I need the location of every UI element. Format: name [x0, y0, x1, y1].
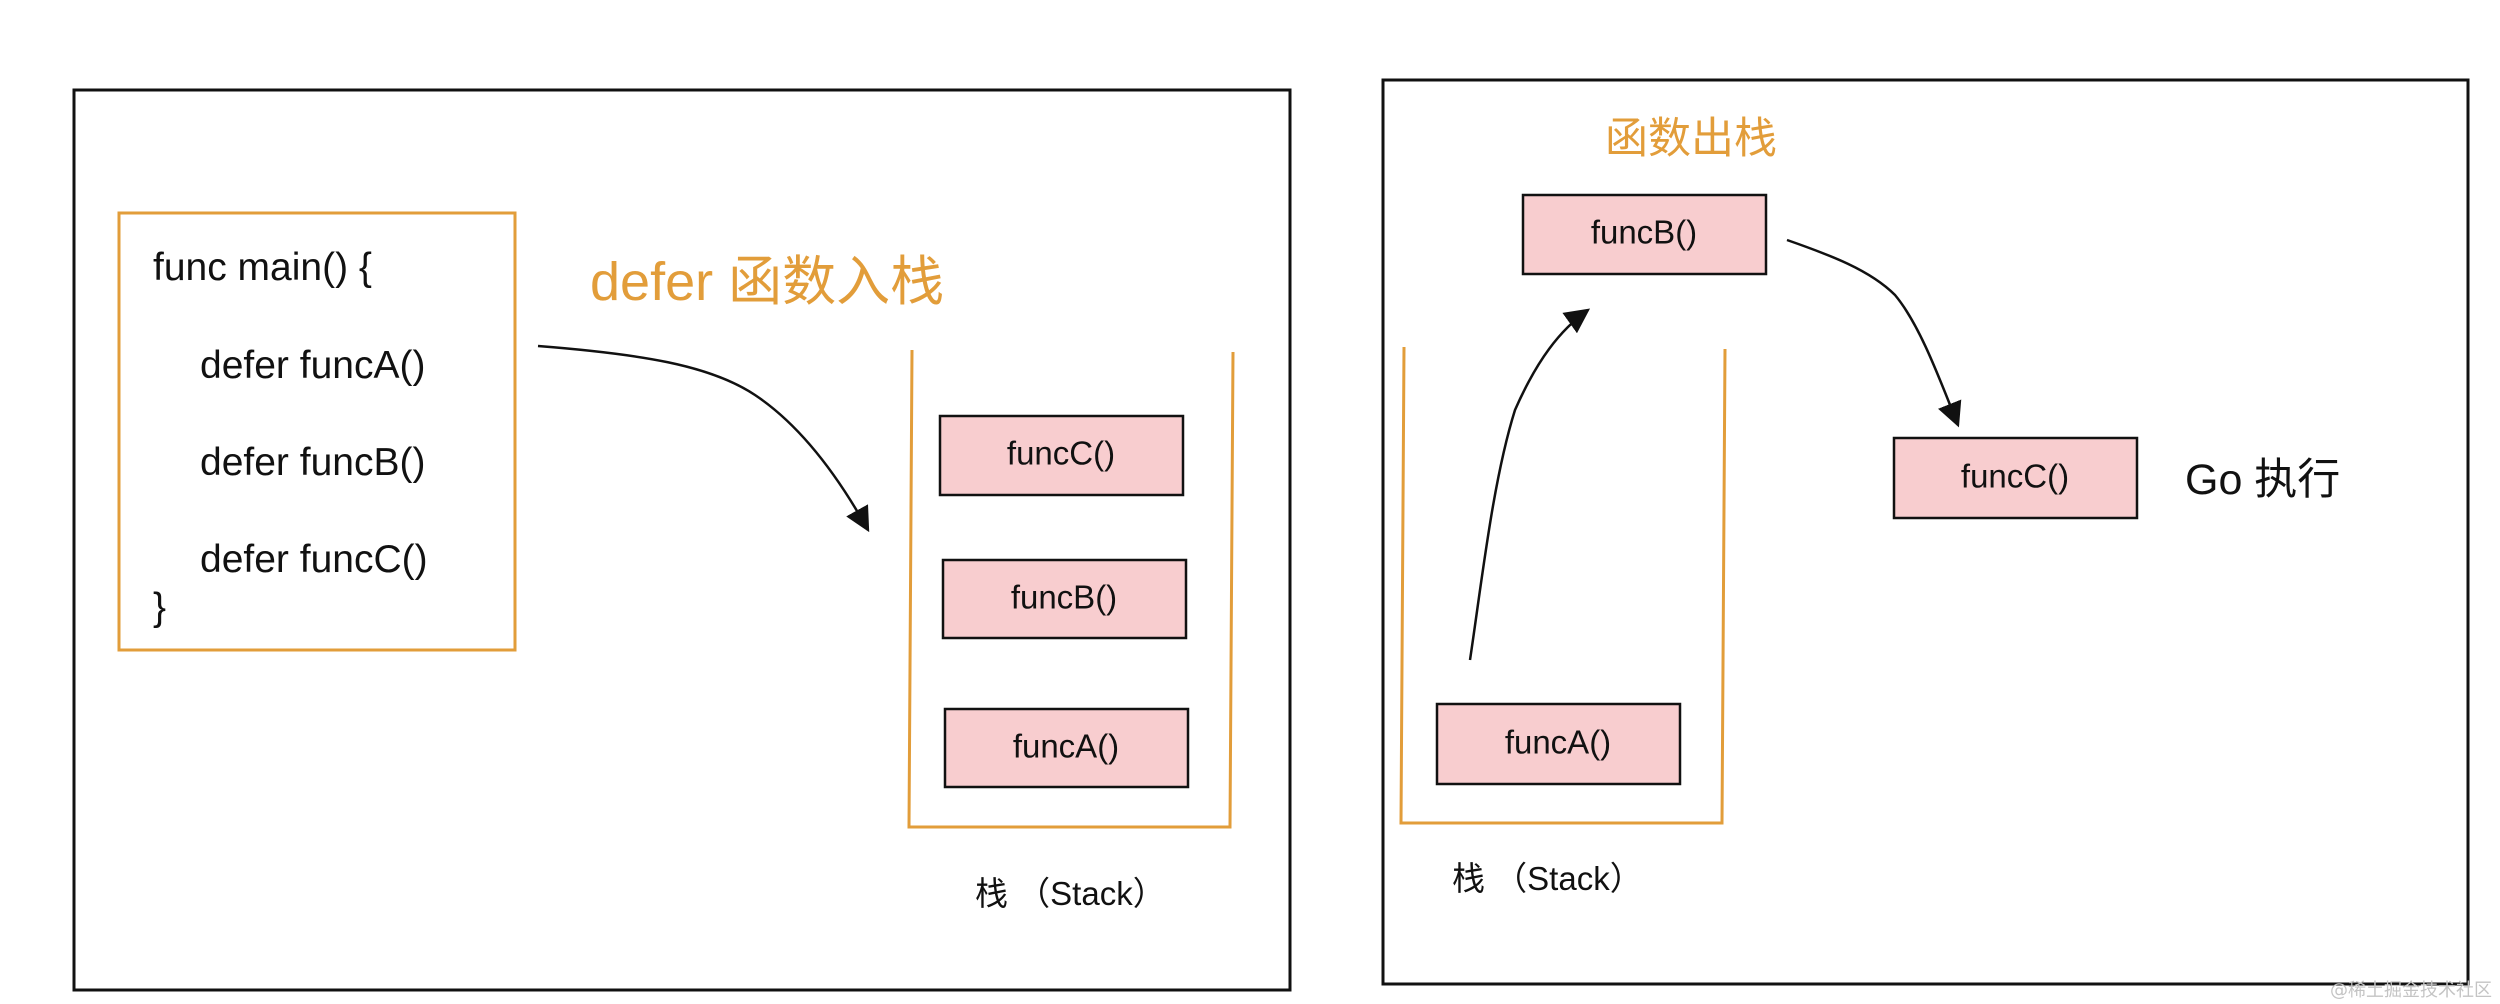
code-line-closing-brace: } — [153, 586, 166, 629]
push-arrow — [537, 344, 870, 533]
left-panel-frame — [72, 88, 1292, 992]
watermark: @稀土掘金技术社区 — [2330, 980, 2492, 1001]
svg-text:funcA(): funcA() — [1505, 724, 1611, 761]
svg-text:funcC(): funcC() — [1007, 435, 1115, 472]
executed-item-funcc: funcC() — [1892, 436, 2139, 520]
svg-text:funcA(): funcA() — [1013, 728, 1119, 765]
code-line-defer-funcb: defer funcB() — [200, 441, 425, 484]
left-stack-container — [907, 349, 1235, 829]
left-stack-item-funcc: funcC() — [938, 414, 1185, 497]
code-line-func-main: func main() { — [153, 246, 372, 289]
left-panel: func main() { defer funcA() defer funcB(… — [72, 88, 1292, 992]
right-panel-frame — [1381, 78, 2470, 986]
left-stack-label: 栈 （Stack） — [975, 875, 1166, 912]
code-line-defer-funcc: defer funcC() — [200, 538, 428, 581]
left-stack-item-funcb: funcB() — [941, 558, 1188, 640]
right-stack-item-funca: funcA() — [1435, 702, 1682, 786]
popped-item-funcb: funcB() — [1521, 193, 1768, 276]
code-block-frame — [117, 211, 517, 652]
right-stack-container — [1399, 346, 1727, 825]
pop-arrow — [1468, 308, 1591, 661]
execute-arrow — [1786, 238, 1962, 428]
svg-text:funcC(): funcC() — [1961, 458, 2069, 495]
svg-text:funcB(): funcB() — [1011, 579, 1117, 616]
left-stack-item-funca: funcA() — [943, 707, 1190, 789]
right-panel: 函数出栈 funcB() funcC() Go 执行 funcA() 栈 （St… — [1381, 78, 2470, 986]
go-execute-label: Go 执行 — [2185, 456, 2340, 504]
push-title: defer 函数入栈 — [590, 252, 944, 312]
pop-title: 函数出栈 — [1605, 115, 1777, 163]
code-line-defer-funca: defer funcA() — [200, 344, 425, 387]
right-stack-label: 栈 （Stack） — [1452, 860, 1643, 897]
svg-text:funcB(): funcB() — [1591, 214, 1697, 251]
